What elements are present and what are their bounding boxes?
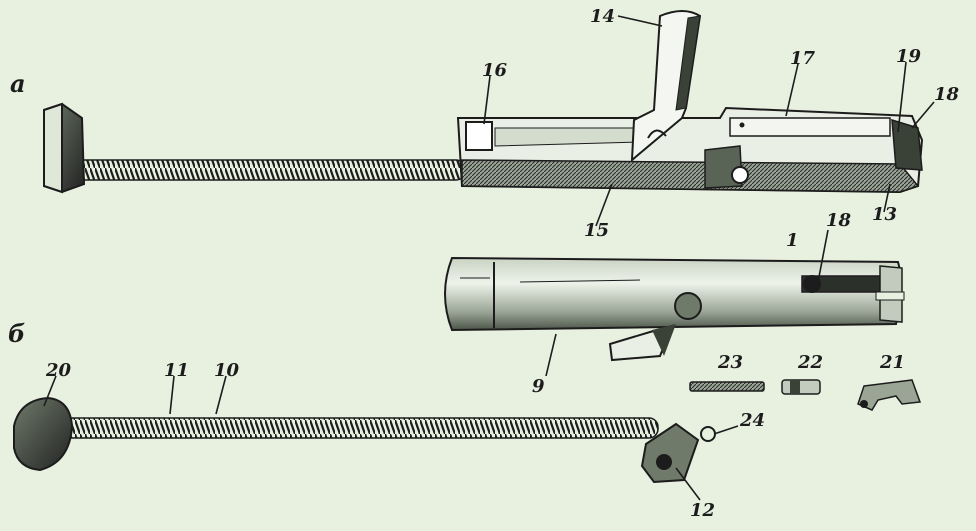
view-label-b: б	[8, 319, 25, 348]
receiver-tube	[444, 256, 905, 362]
label-17: 17	[790, 48, 816, 69]
bolt-carrier-housing	[456, 106, 924, 194]
assembly-b	[13, 379, 922, 484]
firing-pin-part	[781, 379, 821, 395]
label-21: 21	[879, 352, 905, 373]
label-22: 22	[797, 352, 823, 373]
view-label-a: а	[10, 69, 26, 98]
extractor-part	[857, 379, 922, 411]
label-18-bottom: 18	[826, 210, 852, 231]
assembly-a	[43, 10, 924, 194]
spring-end-cap-a	[43, 102, 86, 194]
cocking-lever	[630, 10, 702, 163]
spring-guide-end	[640, 422, 716, 484]
label-12: 12	[690, 500, 715, 521]
leader-lines	[43, 15, 935, 501]
label-16: 16	[482, 60, 508, 81]
return-spring-b	[57, 417, 659, 439]
label-20: 20	[45, 360, 72, 381]
label-19: 19	[896, 46, 922, 67]
label-23: 23	[717, 352, 743, 373]
label-24: 24	[739, 410, 765, 431]
label-10: 10	[214, 360, 240, 381]
return-spring-a	[69, 159, 466, 181]
label-13: 13	[872, 204, 897, 225]
spring-knob	[13, 396, 74, 472]
label-15: 15	[584, 220, 609, 241]
label-1: 1	[786, 230, 799, 251]
label-11: 11	[164, 360, 189, 381]
label-14: 14	[590, 6, 615, 27]
label-9: 9	[532, 376, 545, 397]
label-18-top: 18	[934, 84, 960, 105]
pin-part	[689, 381, 765, 392]
